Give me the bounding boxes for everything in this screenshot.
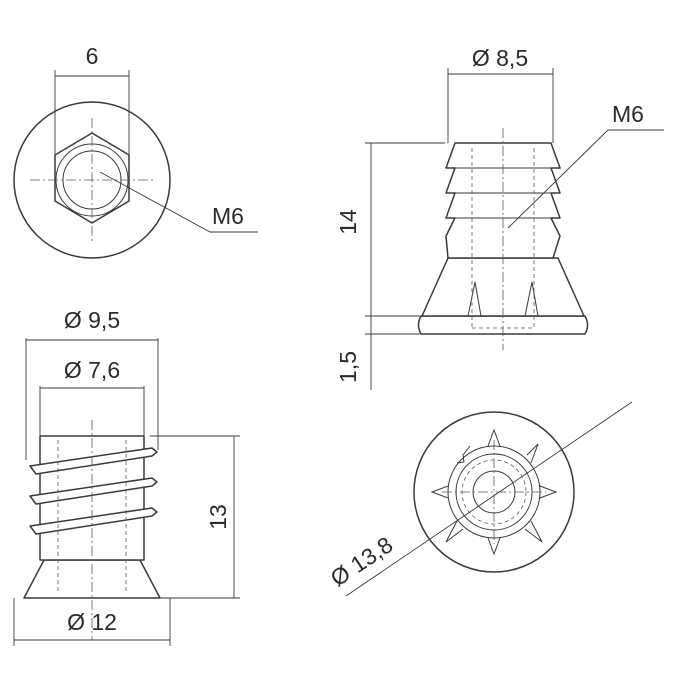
spike-sw [445, 520, 464, 543]
thread-turn-2 [29, 477, 158, 505]
insert-height-label: 14 [335, 209, 361, 235]
flange-diameter-label: Ø 12 [67, 609, 117, 635]
bottom-view-spikes [430, 428, 558, 556]
insert-thread-leader [507, 129, 664, 229]
spike-se [524, 520, 543, 543]
flange-height-label: 1,5 [335, 351, 361, 383]
skirt-slit-left [467, 281, 482, 317]
bottom-diameter-leader [345, 401, 633, 597]
core-diameter-label: Ø 7,6 [64, 357, 120, 383]
spike-s [487, 537, 501, 556]
hex-thread-leader [99, 171, 258, 233]
bottom-diameter-label: Ø 13,8 [326, 531, 398, 591]
spike-ne [526, 443, 539, 464]
screw-height-label: 13 [205, 504, 231, 530]
thread-turn-1 [29, 447, 158, 475]
spike-w [430, 485, 449, 499]
ribbed-insert-bottom-view: Ø 13,8 [326, 401, 633, 597]
threaded-insert-side-view: Ø 9,5 Ø 7,6 13 Ø 12 [13, 307, 240, 646]
spike-e [539, 485, 558, 499]
bottom-view-outer-circle [413, 411, 575, 573]
insert-flange [417, 315, 589, 335]
top-diameter-label: Ø 8,5 [472, 45, 528, 71]
skirt-slit-right [524, 281, 539, 317]
hex-width-label: 6 [86, 43, 99, 69]
hex-thread-label: M6 [212, 203, 244, 229]
spike-nw [456, 445, 471, 464]
ribbed-insert-side-view: Ø 8,5 M6 14 1,5 [335, 45, 664, 390]
hex-top-view: 6 M6 [13, 43, 258, 259]
insert-thread-label: M6 [612, 101, 644, 127]
spike-n [487, 428, 501, 447]
outer-diameter-label: Ø 9,5 [64, 307, 120, 333]
thread-turn-3 [29, 507, 158, 535]
